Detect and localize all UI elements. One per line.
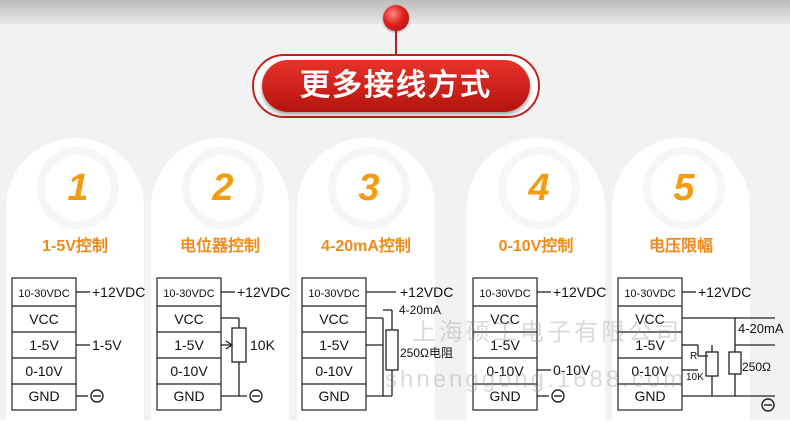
row-label: 10-30VDC [18,288,69,300]
signal-label: 0-10V [553,362,591,378]
ground-icon [90,389,104,403]
page-title: 更多接线方式 [262,60,530,112]
row-label: 1-5V [174,337,204,353]
pin-connector [395,30,397,56]
row-label: 0-10V [631,363,669,379]
card-label-5: 电压限幅 [648,238,713,255]
row-label: VCC [29,311,59,327]
pin-icon [383,5,409,31]
signal-label: 1-5V [92,337,122,353]
r-label: R [690,351,697,362]
supply-label: +12VDC [698,284,751,300]
row-label: 0-10V [315,363,353,379]
card-number-1: 1 [45,155,111,221]
supply-label: +12VDC [553,284,606,300]
row-label: GND [489,388,520,404]
card-number-4: 4 [506,155,572,221]
row-label: GND [318,388,349,404]
card-label-3: 4-20mA控制 [321,238,411,255]
row-label: 0-10V [170,363,208,379]
row-label: GND [28,388,59,404]
supply-label: +12VDC [237,284,290,300]
watermark-cn: 上海硕工电子有限公司 [412,319,682,346]
card-label-1: 1-5V控制 [42,238,108,255]
row-label: 0-10V [25,363,63,379]
pot-label: 10K [250,337,276,353]
row-label: VCC [635,311,665,327]
row-label: 10-30VDC [479,288,530,300]
watermark-en: shnenggong.1688.com [385,366,687,393]
current-label: 4-20mA [399,303,441,317]
row-label: 10-30VDC [163,288,214,300]
row-label: VCC [490,311,520,327]
pot-label: 10K [686,372,704,383]
row-label: 10-30VDC [624,288,675,300]
row-label: 0-10V [486,363,524,379]
row-label: 1-5V [635,337,665,353]
row-label: 1-5V [29,337,59,353]
card-number-5: 5 [651,155,717,221]
supply-label: +12VDC [92,284,145,300]
row-label: GND [634,388,665,404]
card-number-2: 2 [190,155,256,221]
resistor-label: 250Ω [742,360,771,374]
row-label: VCC [319,311,349,327]
current-label: 4-20mA [738,321,784,336]
row-label: 1-5V [490,337,520,353]
row-label: 1-5V [319,337,349,353]
row-label: VCC [174,311,204,327]
ground-icon [249,389,263,403]
row-label: 10-30VDC [308,288,359,300]
supply-label: +12VDC [400,284,453,300]
card-number-3: 3 [336,155,402,221]
card-label-4: 0-10V控制 [498,238,574,255]
ground-icon [761,398,775,412]
card-label-2: 电位器控制 [179,238,260,255]
row-label: GND [173,388,204,404]
resistor-label: 250Ω电阻 [400,346,453,360]
